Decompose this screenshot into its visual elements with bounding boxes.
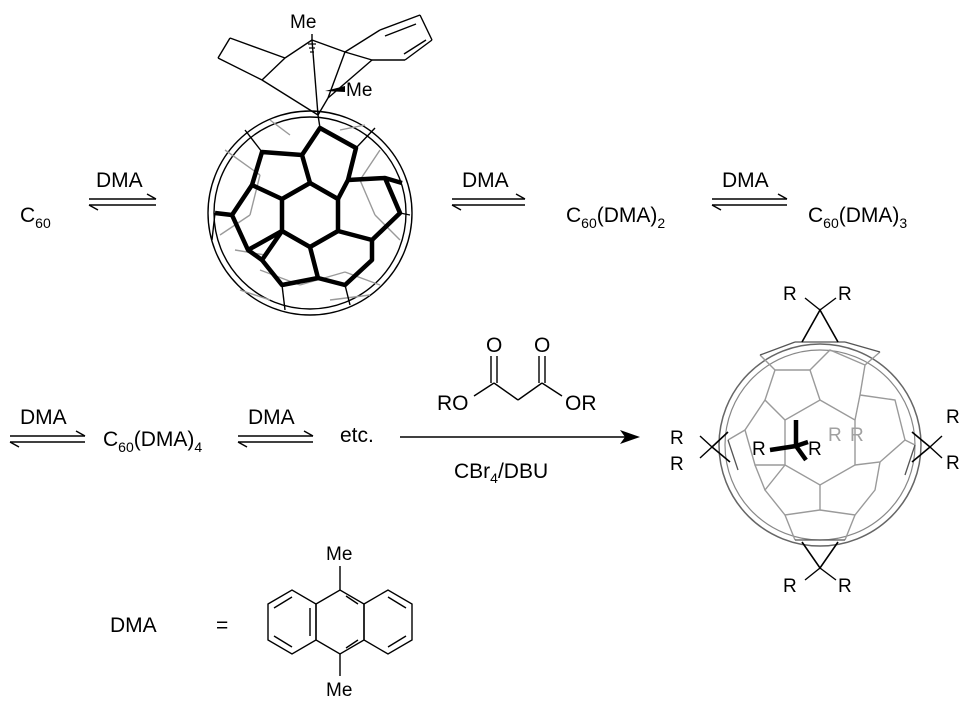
tetrakis-adduct-label: C60(DMA)4 [103,428,202,455]
reagent-label-5: DMA [248,406,295,429]
equilibrium-arrow-1 [88,193,157,211]
bis-adduct-label: C60(DMA)2 [566,204,665,231]
svg-text:R: R [808,439,822,460]
etc-label: etc. [340,424,374,447]
malonate-o-right: O [534,334,550,357]
tris-adduct-label: C60(DMA)3 [808,204,907,231]
fullerene-dma-adduct [207,14,433,316]
c60-label: C60 [20,204,51,231]
svg-text:R: R [783,284,797,305]
reagent-label-4: DMA [20,406,67,429]
fullerene-hexakis-product [699,297,943,581]
svg-text:R: R [850,425,864,446]
reaction-conditions: CBr4/DBU [454,460,548,486]
svg-text:R: R [838,576,852,597]
equilibrium-arrow-2 [451,193,526,211]
product-r-labels: R R R R R R R R R R R R [670,284,960,597]
wedge-bond-icon [325,86,345,92]
dma-me-bottom: Me [326,680,352,701]
svg-text:R: R [946,407,960,428]
malonate-structure [473,356,563,401]
equals-sign: = [216,614,228,637]
svg-text:R: R [946,453,960,474]
svg-text:R: R [783,576,797,597]
dma-adduct-me-right: Me [346,80,372,101]
equilibrium-arrow-4 [9,430,86,448]
reagent-label-2: DMA [462,169,509,192]
svg-text:R: R [838,284,852,305]
hashed-bond-icon [308,43,316,53]
dma-me-top: Me [326,544,352,565]
malonate-or-right: OR [565,392,597,415]
dimethylanthracene-structure [267,566,413,676]
equilibrium-arrow-3 [711,193,788,211]
malonate-ro-left: RO [437,392,469,415]
svg-text:R: R [670,428,684,449]
equilibrium-arrow-5 [237,430,314,448]
svg-text:R: R [828,425,842,446]
dma-definition-label: DMA [110,614,157,637]
svg-text:R: R [752,439,766,460]
malonate-o-left: O [486,334,502,357]
dma-adduct-me-top: Me [290,12,316,33]
svg-text:R: R [670,454,684,475]
reagent-label-1: DMA [96,169,143,192]
reaction-arrow [400,430,640,444]
reagent-label-3: DMA [722,169,769,192]
